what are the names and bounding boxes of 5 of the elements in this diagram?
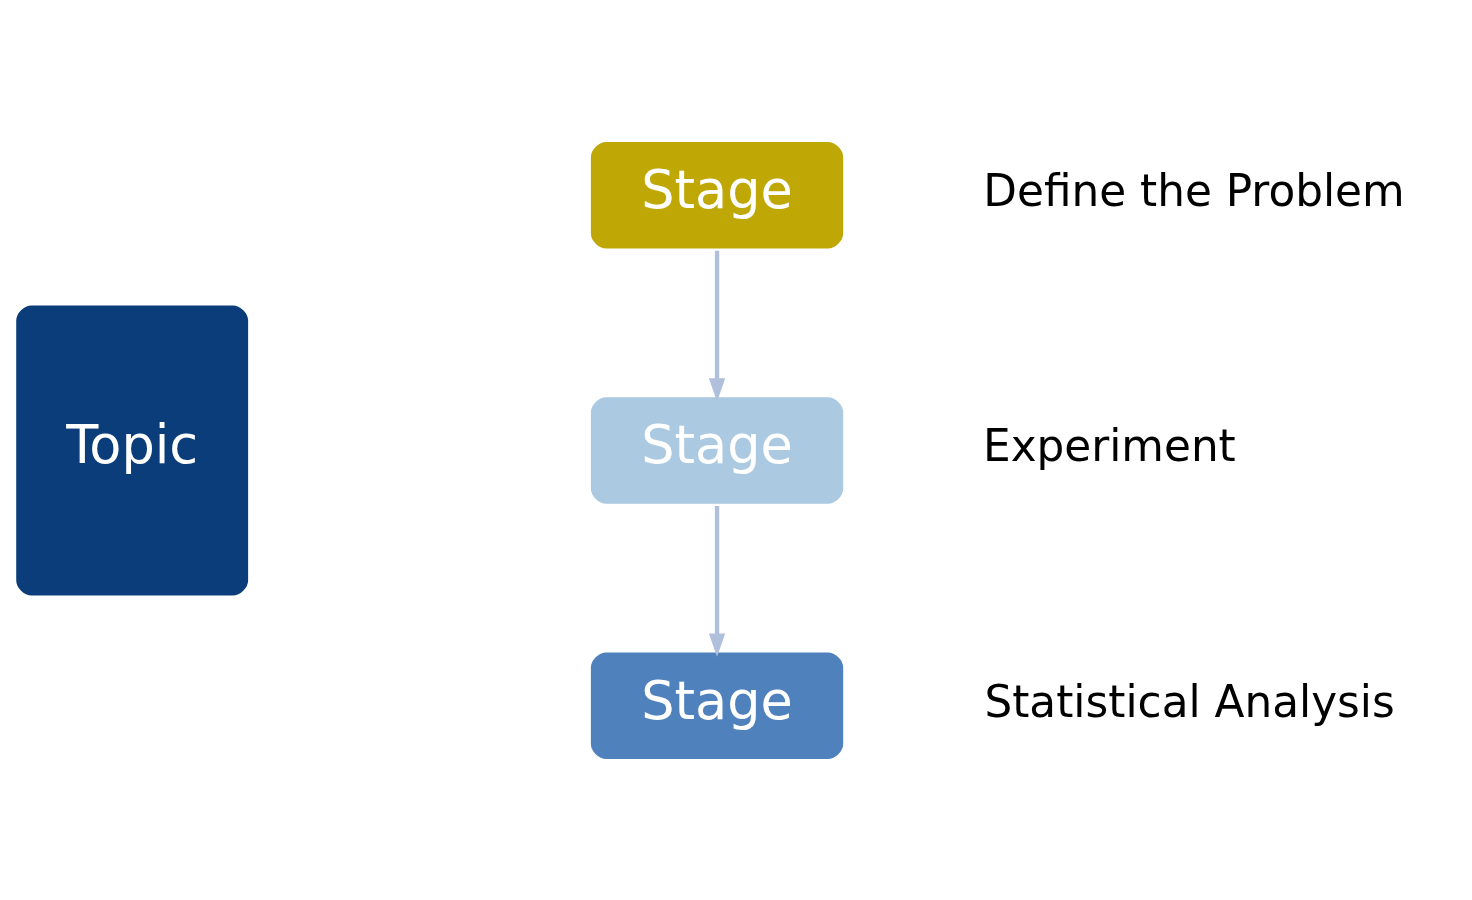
- node-label: Experiment: [982, 419, 1236, 471]
- node-label: Statistical Analysis: [984, 675, 1395, 727]
- arrow: [708, 250, 726, 402]
- arrow: [708, 505, 726, 657]
- node-label: Define the Problem: [983, 164, 1405, 216]
